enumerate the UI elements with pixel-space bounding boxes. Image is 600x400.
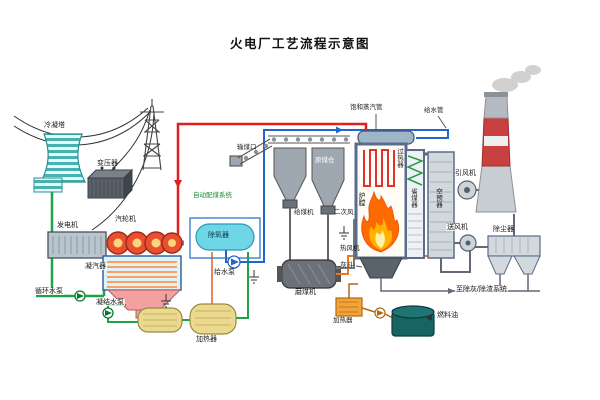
coal-bunkers (273, 147, 345, 215)
dust-collector (487, 214, 541, 275)
label-condensate-pump: 凝结水泵 (95, 299, 125, 306)
label-ash-hopper: 灰斗 (340, 262, 354, 269)
flue-duct (440, 246, 488, 273)
label-coal-mill: 磨煤机 (294, 289, 317, 296)
economizer-coil (406, 155, 425, 186)
smoke (492, 65, 541, 92)
label-ash-slag-removal: 至除灰/除渣系统 (455, 286, 508, 293)
label-fuel-heater: 加热器 (333, 317, 353, 324)
label-raw-coal-bunker: 原煤仓 (315, 157, 335, 164)
diagram-title: 火电厂工艺流程示意图 (229, 37, 370, 51)
label-coal-blending-system: 自动配煤系统 (193, 192, 232, 199)
label-lp-heater: 加热器 (196, 336, 217, 343)
label-deaerator: 除氧器 (208, 232, 229, 239)
conveyor-rollers (243, 137, 349, 161)
fuel-oil-system (335, 283, 435, 337)
leader-lines (355, 114, 447, 268)
coal-drop-pipes (289, 208, 329, 260)
label-forced-draft-fan: 送风机 (446, 224, 469, 231)
label-coal-feeder: 给煤机 (294, 209, 314, 216)
label-secondary-air: 二次风 (334, 209, 354, 216)
label-transformer: 变压器 (97, 160, 118, 167)
condensate-pump (102, 307, 114, 319)
label-superheater: 过热器 (395, 148, 403, 168)
steam-flow-arrow (174, 180, 182, 188)
label-dust-collector: 除尘器 (493, 226, 514, 233)
label-steam-turbine: 汽轮机 (115, 216, 136, 223)
coal-air-pipe (336, 219, 357, 269)
coal-conveyor (229, 135, 350, 167)
flame-inner (369, 218, 392, 250)
ground-symbols (161, 226, 349, 308)
transformer (86, 166, 134, 200)
cooling-tower (33, 133, 86, 193)
transmission-tower (140, 99, 164, 171)
generator (47, 231, 107, 259)
label-coal-inlet: 输煤口 (237, 144, 257, 151)
fuel-label-arrow (426, 315, 432, 321)
label-feed-water-pump: 给水泵 (214, 269, 235, 276)
feedwater-pump (227, 255, 241, 269)
label-hot-air-fan: 热风机 (340, 245, 360, 252)
label-fuel-oil: 燃料油 (437, 312, 458, 319)
label-circulating-water-pump: 循环水泵 (34, 288, 64, 295)
lp-heaters (137, 303, 237, 335)
chimney (475, 92, 517, 213)
label-economizer: 省煤器 (409, 188, 417, 208)
power-lines (13, 107, 155, 231)
feedwater-flow-arrow (336, 126, 343, 134)
label-saturated-steam-pipe: 饱和蒸汽管 (350, 104, 383, 111)
label-condenser: 凝汽器 (84, 263, 107, 270)
steam-turbine (106, 231, 184, 255)
coal-mill (277, 259, 341, 289)
forced-draft-fan (454, 234, 477, 252)
label-induced-draft-fan: 引风机 (455, 170, 476, 177)
condenser (102, 255, 182, 291)
label-cooling-tower: 冷凝塔 (44, 122, 65, 129)
boiler-ash-hopper (359, 257, 403, 279)
label-air-preheater: 空预器 (434, 188, 442, 208)
flame-core (375, 230, 385, 248)
boiler (354, 130, 425, 279)
circulating-pump (74, 290, 86, 302)
air-preheater (424, 151, 455, 259)
label-furnace: 炉膛 (358, 192, 365, 206)
ash-flow-arrow (448, 288, 455, 294)
label-generator: 发电机 (57, 222, 78, 229)
label-feed-water-pipe: 给水管 (424, 107, 444, 114)
feedwater-pipe (225, 129, 449, 263)
superheater-coil (363, 149, 395, 187)
